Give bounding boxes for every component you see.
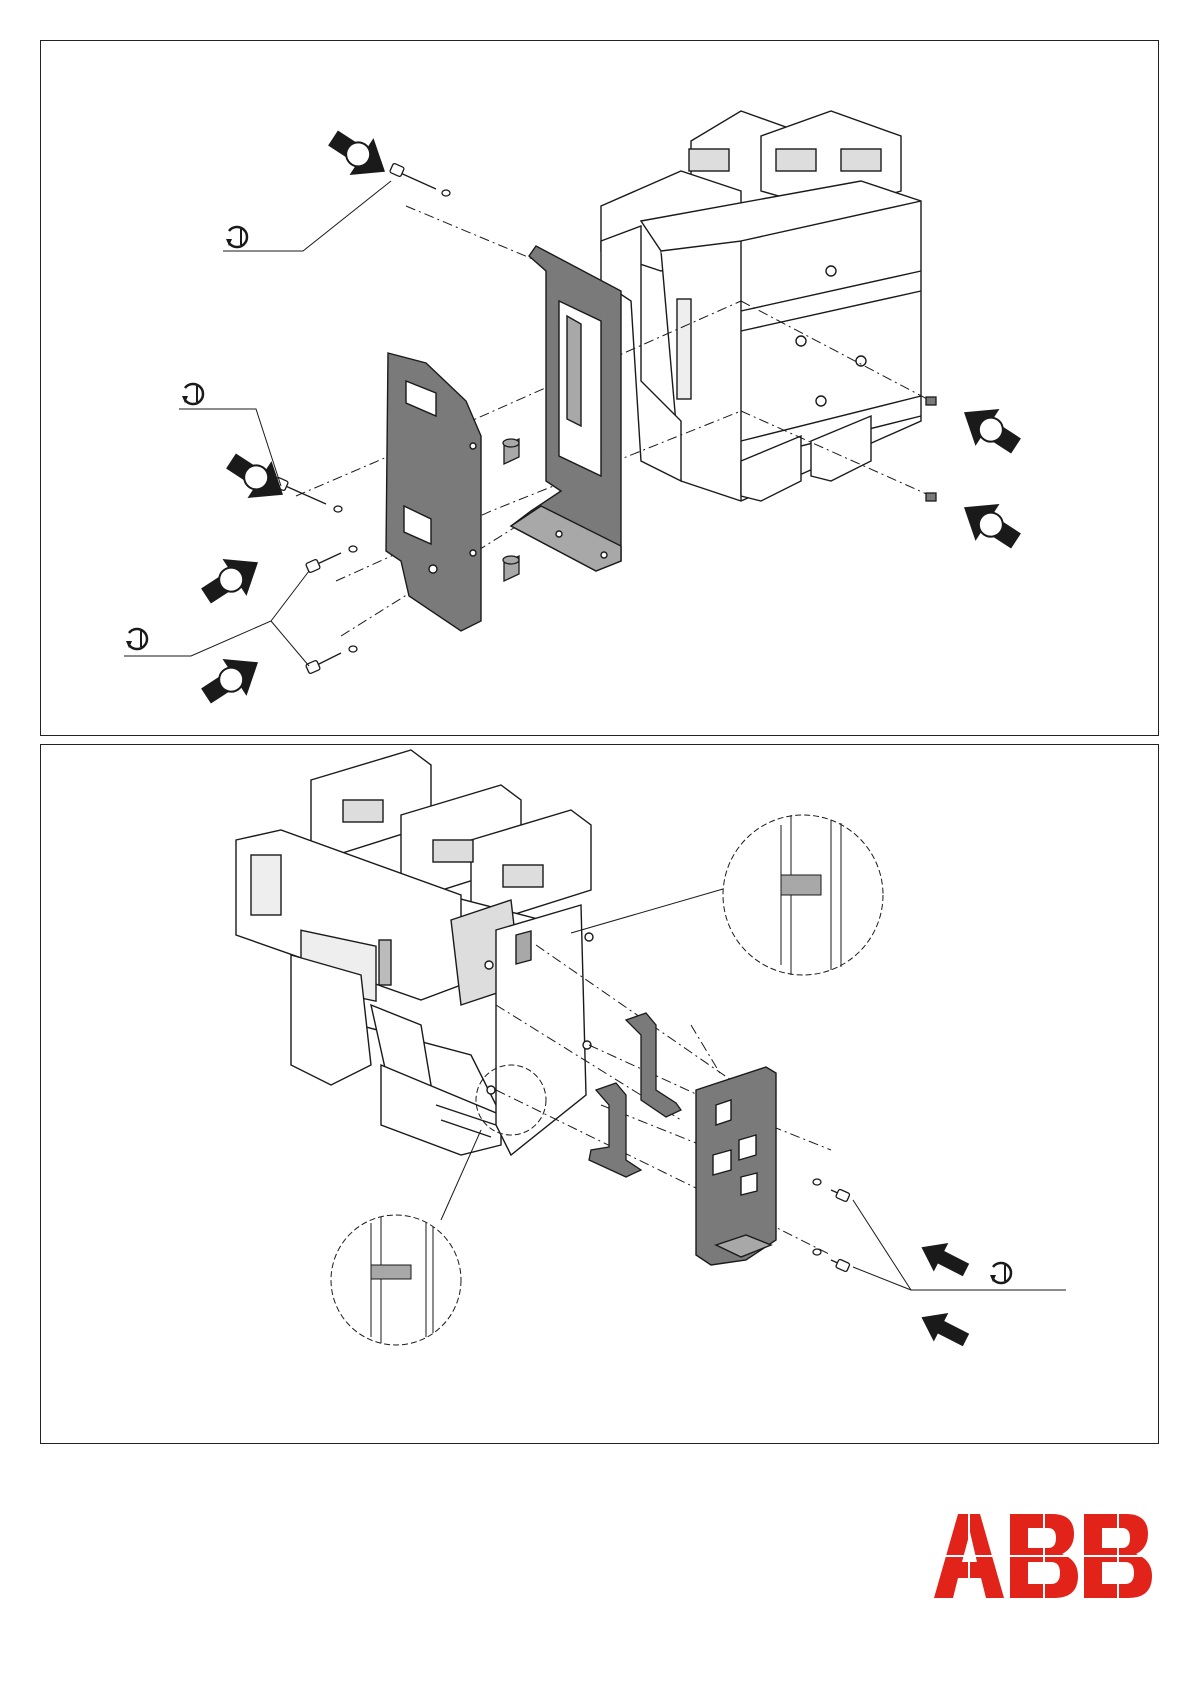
abb-logo xyxy=(934,1514,1154,1598)
rear-bracket xyxy=(511,246,621,571)
mounting-plate xyxy=(485,905,593,1155)
rear-bracket xyxy=(696,1067,776,1265)
leader-lines xyxy=(124,181,391,666)
front-shield-plate xyxy=(386,353,481,631)
bottom-assembly-panel xyxy=(40,744,1159,1444)
spacers xyxy=(503,439,519,581)
screws xyxy=(813,1179,850,1272)
top-assembly-drawing xyxy=(41,41,1160,737)
top-assembly-panel xyxy=(40,40,1159,736)
bottom-assembly-drawing xyxy=(41,745,1160,1445)
circuit-breaker-body xyxy=(601,111,921,501)
screwdriver-rotation-icon xyxy=(990,1263,1011,1283)
leader-lines xyxy=(853,1200,1066,1290)
press-arrow-icon xyxy=(914,1233,973,1354)
u-brackets xyxy=(589,1013,681,1177)
